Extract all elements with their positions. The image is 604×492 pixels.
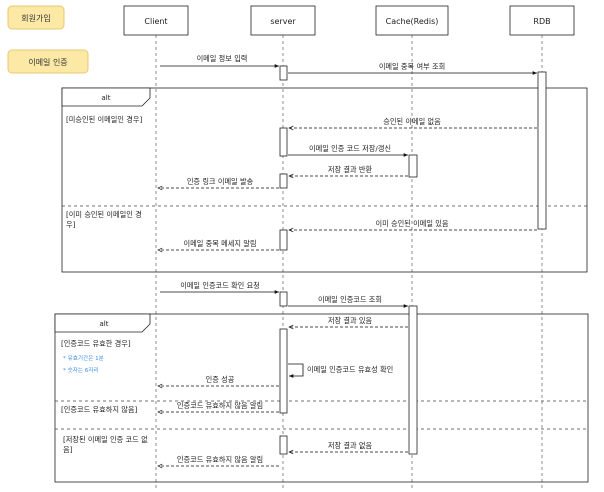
message-2: 이메일 중복 여부 조회 (288, 62, 537, 75)
message-2-label: 이메일 중복 여부 조회 (379, 62, 445, 71)
message-1: 이메일 정보 입력 (160, 54, 279, 68)
message-12-label: 이메일 인증코드 유효성 확인 (307, 365, 393, 374)
message-13: 인증 성공 (158, 375, 279, 386)
signup-tag-label: 회원가입 (21, 14, 50, 23)
participant-client: Client (123, 5, 189, 36)
participant-client-label: Client (144, 17, 167, 26)
alt-1-cond-2-line-1: [이미 승인된 이메일인 경 (66, 210, 142, 219)
alt-2-cond-3-line-1: [저장된 이메일 인증 코드 없 (63, 435, 148, 444)
activation-bars (279, 65, 547, 455)
message-5-label: 저장 결과 반환 (328, 165, 373, 174)
activation-cache-1 (408, 154, 418, 178)
message-15: 저장 결과 없음 (289, 441, 408, 452)
activation-server-7 (279, 435, 288, 455)
alt-2-label: alt (99, 319, 108, 328)
participant-rdb: RDB (509, 5, 575, 36)
message-7-label: 이미 승인된 이메일 있음 (376, 219, 449, 228)
participant-cache: Cache(Redis) (375, 5, 449, 36)
message-6-label: 인증 링크 이메일 발송 (187, 177, 254, 186)
alt-2-cond-1: [인증코드 유효한 경우] (61, 339, 131, 348)
activation-server-6 (279, 328, 288, 414)
message-14: 인증코드 유효하지 않음 알림 (158, 401, 279, 412)
participant-server: server (250, 5, 316, 36)
message-1-label: 이메일 정보 입력 (197, 54, 248, 63)
activation-server-5 (279, 291, 288, 307)
alt-2-note-2: * 숫자는 6자리 (63, 366, 99, 374)
activation-server-3 (279, 173, 288, 189)
message-9-label: 이메일 인증코드 확인 요청 (180, 281, 260, 290)
lifelines (155, 35, 543, 490)
message-11-label: 저장 결과 있음 (328, 316, 373, 325)
message-13-label: 인증 성공 (206, 375, 235, 384)
alt-2-cond-2: [인증코드 유효하지 않음] (61, 405, 137, 414)
alt-1-cond-1: [미승인된 이메일인 경우] (66, 115, 142, 124)
participant-cache-label: Cache(Redis) (386, 17, 439, 26)
message-11: 저장 결과 있음 (289, 316, 408, 327)
message-10-label: 이메일 인증코드 조회 (318, 295, 382, 304)
message-16: 인증코드 유효하지 않음 알림 (158, 455, 279, 466)
activation-rdb-1 (537, 71, 547, 230)
message-12-self: 이메일 인증코드 유효성 확인 (288, 363, 393, 378)
message-8-label: 이메일 중복 메세지 알림 (184, 239, 257, 248)
message-3: 승인된 이메일 없음 (289, 117, 537, 128)
message-7: 이미 승인된 이메일 있음 (289, 219, 537, 230)
email-auth-tag: 이메일 인증 (7, 49, 89, 74)
message-6: 인증 링크 이메일 발송 (158, 177, 279, 188)
message-8: 이메일 중복 메세지 알림 (158, 239, 279, 250)
message-5: 저장 결과 반환 (289, 165, 408, 176)
activation-cache-2 (408, 305, 418, 455)
alt-1-label: alt (101, 93, 110, 102)
participant-rdb-label: RDB (533, 17, 550, 26)
alt-1-cond-2-line-2: 우] (66, 220, 76, 229)
signup-tag: 회원가입 (7, 5, 65, 30)
email-auth-tag-label: 이메일 인증 (28, 57, 67, 67)
message-9: 이메일 인증코드 확인 요청 (160, 281, 279, 294)
message-14-label: 인증코드 유효하지 않음 알림 (177, 401, 263, 410)
message-15-label: 저장 결과 없음 (328, 441, 373, 450)
message-10: 이메일 인증코드 조회 (288, 295, 408, 308)
message-16-label: 인증코드 유효하지 않음 알림 (177, 455, 263, 464)
message-4-label: 이메일 인증 코드 저장/갱신 (309, 144, 391, 153)
activation-server-4 (279, 229, 288, 251)
alt-2-cond-3-line-2: 음] (63, 445, 73, 454)
activation-server-1 (279, 65, 288, 81)
activation-server-2 (279, 127, 288, 157)
message-4: 이메일 인증 코드 저장/갱신 (288, 144, 408, 157)
message-3-label: 승인된 이메일 없음 (383, 117, 441, 126)
participant-server-label: server (270, 17, 296, 26)
alt-fragment-1: alt [미승인된 이메일인 경우] [이미 승인된 이메일인 경 우] (61, 87, 588, 273)
alt-fragment-2: alt [인증코드 유효한 경우] * 유효기간은 1분 * 숫자는 6자리 [… (54, 313, 589, 483)
alt-2-note-1: * 유효기간은 1분 (63, 354, 104, 362)
